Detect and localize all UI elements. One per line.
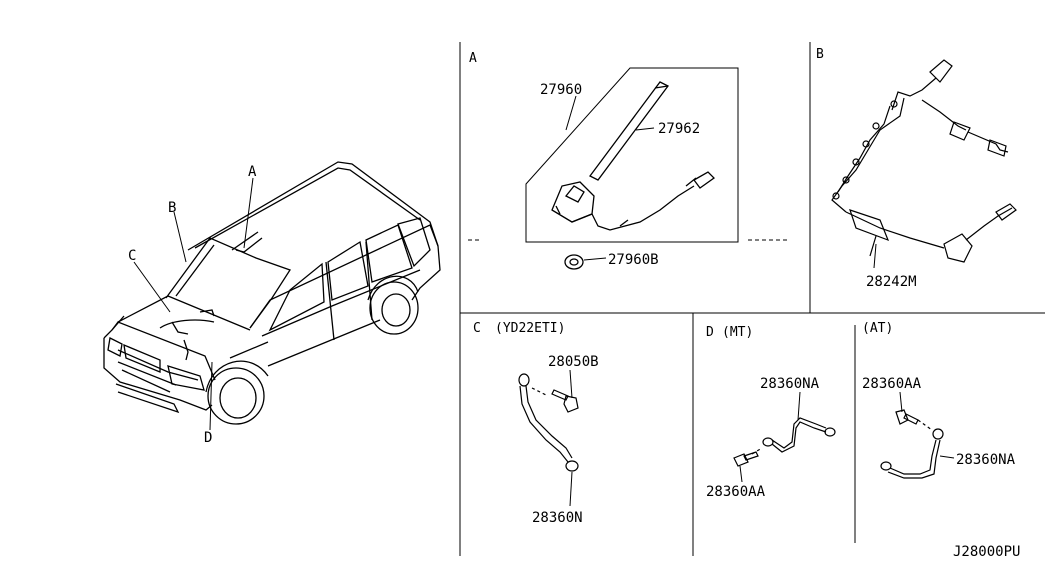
section-d-at-leaders	[899, 391, 955, 459]
ground-strap-d-at	[880, 419, 944, 479]
callout-a: A	[248, 164, 257, 180]
section-d-mt-leaders	[739, 391, 801, 483]
antenna-leaders	[565, 95, 655, 261]
part-27960: 27960	[540, 82, 582, 98]
part-27962: 27962	[658, 121, 700, 137]
vehicle-illustration	[103, 161, 441, 425]
part-27960B: 27960B	[608, 252, 659, 268]
antenna-rod	[589, 81, 669, 181]
feeder-cable	[831, 59, 1017, 263]
section-d-letter: D	[706, 325, 714, 340]
section-c-letter: C	[473, 321, 481, 336]
vehicle-callout-leaders	[133, 177, 254, 431]
part-28360NA-at: 28360NA	[956, 452, 1016, 468]
part-28242M: 28242M	[866, 274, 917, 290]
antenna-base	[551, 171, 716, 231]
callout-c: C	[128, 248, 136, 264]
bolt-d-mt	[733, 451, 759, 467]
ground-strap-d-mt	[751, 417, 836, 455]
diagram-code: J28000PU	[953, 544, 1020, 560]
bolt-d-at	[895, 409, 919, 425]
antenna-nut	[564, 254, 584, 270]
section-b-letter: B	[816, 47, 824, 62]
section-c-variant: (YD22ETI)	[495, 321, 565, 336]
section-a-letter: A	[469, 51, 477, 66]
part-28050B: 28050B	[548, 354, 599, 370]
panel-dividers	[459, 42, 1045, 556]
feeder-leader	[873, 243, 877, 269]
callout-b: B	[168, 200, 176, 216]
part-28360N: 28360N	[532, 510, 583, 526]
ground-strap-c	[518, 373, 579, 472]
callout-d: D	[204, 430, 212, 446]
bolt-c	[551, 389, 579, 413]
section-c-leaders	[569, 369, 573, 507]
section-d-at-variant: (AT)	[862, 321, 893, 336]
part-28360AA-mt: 28360AA	[706, 484, 766, 500]
antenna-assembly-frame	[468, 67, 788, 243]
part-28360NA-mt: 28360NA	[760, 376, 820, 392]
part-28360AA-at: 28360AA	[862, 376, 922, 392]
section-d-mt-variant: (MT)	[722, 325, 753, 340]
